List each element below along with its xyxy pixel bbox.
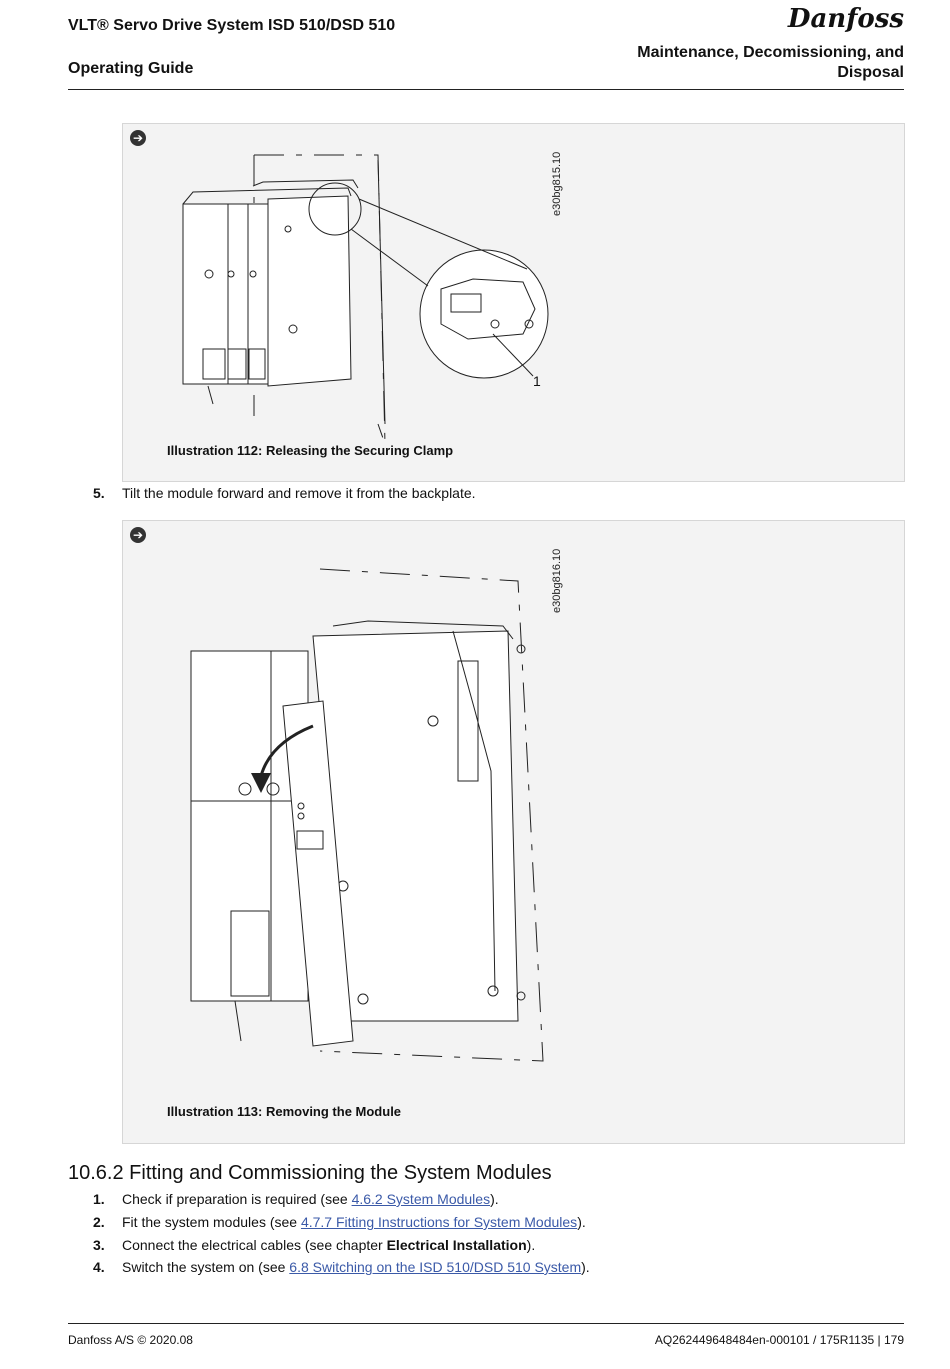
- step-text: ).: [526, 1237, 536, 1253]
- step-number: 1.: [93, 1191, 105, 1207]
- chapter-name: Electrical Installation: [386, 1237, 527, 1253]
- arrow-circle-icon: ➔: [130, 130, 146, 146]
- step-number: 3.: [93, 1237, 105, 1253]
- callout-number: 1: [533, 373, 541, 389]
- section-title: Maintenance, Decomissioning, and Disposa…: [637, 43, 904, 83]
- step-text: Connect the electrical cables (see chapt…: [122, 1237, 387, 1253]
- step-number: 4.: [93, 1259, 105, 1275]
- cross-reference-link[interactable]: 4.6.2 System Modules: [351, 1191, 491, 1207]
- step-text: ).: [581, 1259, 590, 1275]
- figure-code: e30bg816.10: [551, 548, 563, 613]
- document-type: Operating Guide: [68, 60, 194, 77]
- step-text: Check if preparation is required (see: [122, 1191, 352, 1207]
- module-removal-drawing: [190, 568, 544, 1062]
- step-text: ).: [577, 1214, 586, 1230]
- cross-reference-link[interactable]: 6.8 Switching on the ISD 510/DSD 510 Sys…: [289, 1259, 582, 1275]
- step-number: 2.: [93, 1214, 105, 1230]
- figure-112: ➔ 1 e30bg815.10 Illustration 112: Releas…: [122, 123, 905, 482]
- step-text: Fit the system modules (see: [122, 1214, 301, 1230]
- figure-code: e30bg815.10: [551, 151, 563, 216]
- arrow-circle-icon: ➔: [130, 527, 146, 543]
- step-text: ).: [490, 1191, 499, 1207]
- footer-copyright: Danfoss A/S © 2020.08: [68, 1333, 193, 1347]
- footer-divider: [68, 1323, 904, 1324]
- document-title: VLT® Servo Drive System ISD 510/DSD 510: [68, 17, 396, 34]
- list-item: Check if preparation is required (see 4.…: [122, 1191, 499, 1207]
- section-title-line2: Disposal: [837, 64, 904, 81]
- list-item: Fit the system modules (see 4.7.7 Fittin…: [122, 1214, 586, 1230]
- figure-caption: Illustration 112: Releasing the Securing…: [167, 443, 454, 458]
- footer-doc-number: AQ262449648484en-000101 / 175R1135 | 179: [654, 1333, 904, 1347]
- figure-caption: Illustration 113: Removing the Module: [167, 1104, 402, 1119]
- step-number: 5.: [93, 485, 105, 501]
- header-divider: [68, 89, 904, 90]
- figure-113: ➔ e30bg816.10 Illustration 113: Removing: [122, 520, 905, 1144]
- danfoss-logo: Danfoss: [787, 4, 904, 34]
- securing-clamp-drawing: [182, 154, 549, 445]
- step-text: Tilt the module forward and remove it fr…: [122, 485, 476, 501]
- step-text: Switch the system on (see: [122, 1259, 290, 1275]
- section-heading: 10.6.2 Fitting and Commissioning the Sys…: [68, 1162, 552, 1184]
- list-item: Switch the system on (see 6.8 Switching …: [122, 1259, 590, 1275]
- cross-reference-link[interactable]: 4.7.7 Fitting Instructions for System Mo…: [300, 1214, 578, 1230]
- list-item: Connect the electrical cables (see chapt…: [122, 1237, 535, 1253]
- section-title-line1: Maintenance, Decomissioning, and: [637, 44, 904, 61]
